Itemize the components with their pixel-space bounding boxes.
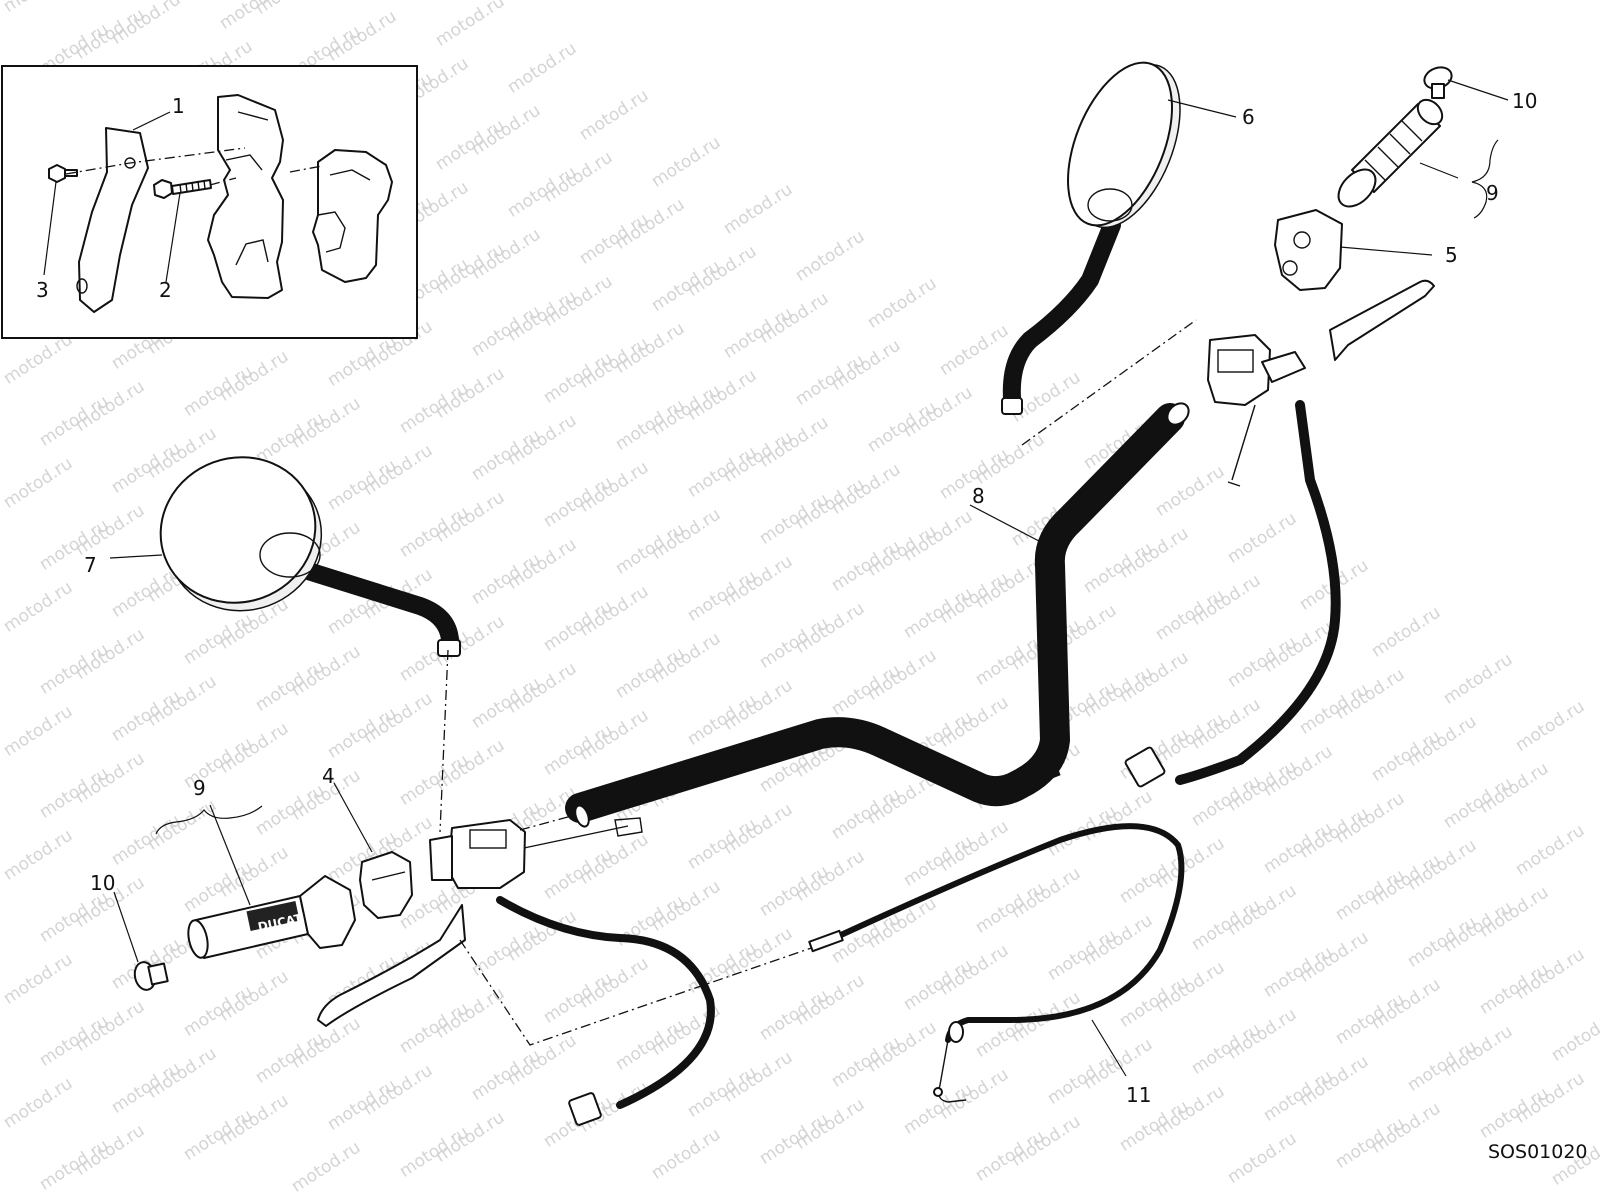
- callout-10-left: 10: [90, 871, 115, 895]
- cable-part-11: [808, 823, 1185, 1103]
- diagram-code: SOS01020: [1488, 1141, 1588, 1163]
- bracket-part-1: [78, 127, 149, 313]
- left-end-cap-part-10: [133, 961, 169, 991]
- bolt-part-2: [153, 179, 212, 199]
- leader-lines: [109, 79, 1509, 1077]
- right-mirror-part-6: [1001, 61, 1181, 415]
- callout-4: 4: [322, 764, 335, 788]
- callout-8: 8: [972, 484, 985, 508]
- master-cylinder: [1207, 334, 1271, 406]
- callout-1: 1: [172, 94, 185, 118]
- callout-6: 6: [1242, 105, 1255, 129]
- callout-7: 7: [84, 553, 97, 577]
- right-controls: [1021, 209, 1435, 788]
- right-grip-part-9: [1337, 98, 1444, 208]
- right-end-cap-part-10: [1423, 66, 1453, 99]
- callout-10-right: 10: [1512, 89, 1537, 113]
- right-switch-part-5: [1274, 209, 1343, 291]
- callout-9-left: 9: [193, 776, 206, 800]
- handlebar-part-8: [565, 402, 1190, 828]
- callout-5: 5: [1445, 243, 1458, 267]
- left-switch-part-4: [359, 851, 413, 919]
- callout-11: 11: [1126, 1083, 1151, 1107]
- left-grip-part-9: DUCATI: [187, 875, 356, 959]
- callout-3: 3: [36, 278, 49, 302]
- right-lever: [1329, 279, 1435, 361]
- inset-detail-box: 1 2 3: [1, 65, 418, 339]
- left-mirror-part-7: [159, 456, 461, 657]
- callout-9-right: 9: [1486, 181, 1499, 205]
- left-controls: [317, 649, 821, 1126]
- left-lever: [317, 904, 466, 1027]
- callout-2: 2: [159, 278, 172, 302]
- half-clamp: [312, 149, 393, 283]
